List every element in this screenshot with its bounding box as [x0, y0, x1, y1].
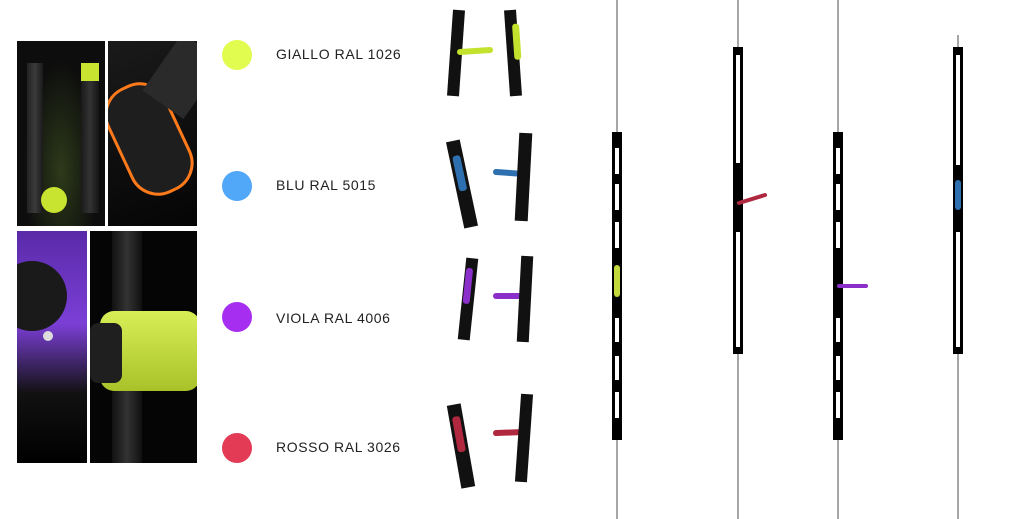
pole-red — [733, 0, 767, 519]
handle-pair-yellow — [447, 9, 522, 97]
color-label-blue: BLU RAL 5015 — [276, 177, 377, 193]
product-photo-orange-handle — [108, 41, 197, 226]
product-photo-yellow-clamp — [90, 231, 197, 463]
swatch-yellow — [222, 40, 252, 70]
pole-blue — [953, 35, 963, 519]
pole-yellow — [612, 0, 622, 519]
color-label-red: ROSSO RAL 3026 — [276, 439, 401, 455]
color-label-violet: VIOLA RAL 4006 — [276, 310, 391, 326]
product-photo-violet — [17, 231, 87, 463]
swatch-violet — [222, 302, 252, 332]
handle-pair-blue — [446, 132, 533, 229]
handle-pair-violet — [457, 255, 534, 343]
color-label-yellow: GIALLO RAL 1026 — [276, 46, 402, 62]
product-photo-tubes — [17, 41, 105, 226]
pole-violet — [833, 0, 868, 519]
handle-pair-red — [446, 393, 534, 489]
swatch-red — [222, 433, 252, 463]
swatch-blue — [222, 171, 252, 201]
